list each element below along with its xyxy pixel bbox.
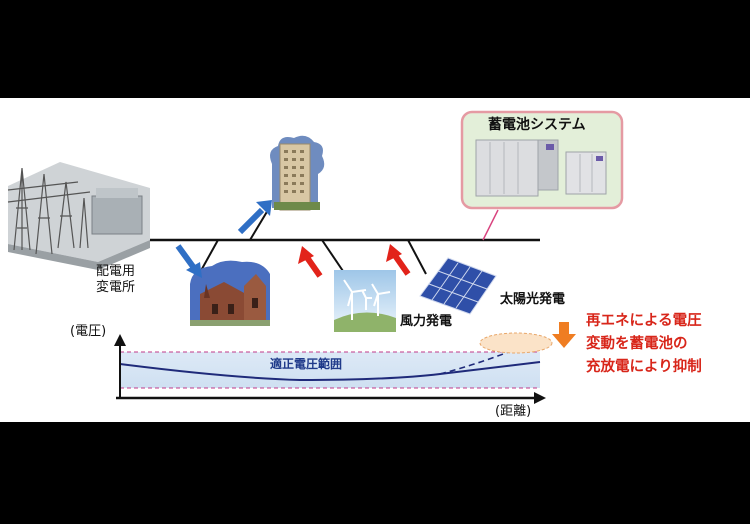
- diagram-graphics: [7, 110, 624, 404]
- branch-line-wind: [321, 239, 346, 275]
- voltage-axis-arrow: [114, 334, 126, 346]
- distance-axis-label: (距離): [495, 404, 532, 419]
- solar-label: 太陽光発電: [500, 292, 566, 307]
- note-line2: 変動を蓄電池の: [586, 336, 688, 352]
- battery-system-box: [460, 110, 624, 210]
- branch-line-solar: [407, 239, 427, 275]
- voltage-axis-label: (電圧): [70, 324, 107, 339]
- wind-label: 風力発電: [400, 314, 453, 329]
- voltage-graph: [114, 322, 576, 404]
- down-arrow-icon: [552, 322, 576, 348]
- substation-illustration: [7, 162, 150, 270]
- voltage-curve-controlled: [119, 361, 541, 382]
- flow-arrow-to-building: [237, 200, 272, 235]
- branch-line-battery: [482, 209, 499, 241]
- solar-panel-illustration: [419, 257, 497, 315]
- distance-axis-arrow: [534, 392, 546, 404]
- battery-system-label: 蓄電池システム: [488, 117, 586, 133]
- flow-arrow-from-solar: [386, 244, 411, 276]
- diagram-canvas: 配電用 変電所 蓄電池システム 太陽光発電 風力発電 (電圧) (距離) 適正電…: [0, 98, 750, 422]
- church-illustration: [190, 260, 270, 326]
- voltage-curve-uncontrolled: [439, 337, 541, 375]
- flow-arrow-from-wind: [298, 246, 323, 278]
- branch-line-building: [249, 209, 269, 241]
- flow-arrow-to-church: [175, 244, 202, 278]
- apartment-building-illustration: [270, 135, 325, 211]
- voltage-rise-highlight: [479, 332, 553, 354]
- note-line3: 充放電により抑制: [586, 359, 702, 375]
- wind-farm-illustration: [334, 270, 396, 332]
- note-line1: 再エネによる電圧: [586, 313, 702, 329]
- substation-label-line2: 変電所: [96, 280, 136, 295]
- substation-label-line1: 配電用: [96, 264, 136, 279]
- proper-range-label: 適正電圧範囲: [270, 357, 343, 371]
